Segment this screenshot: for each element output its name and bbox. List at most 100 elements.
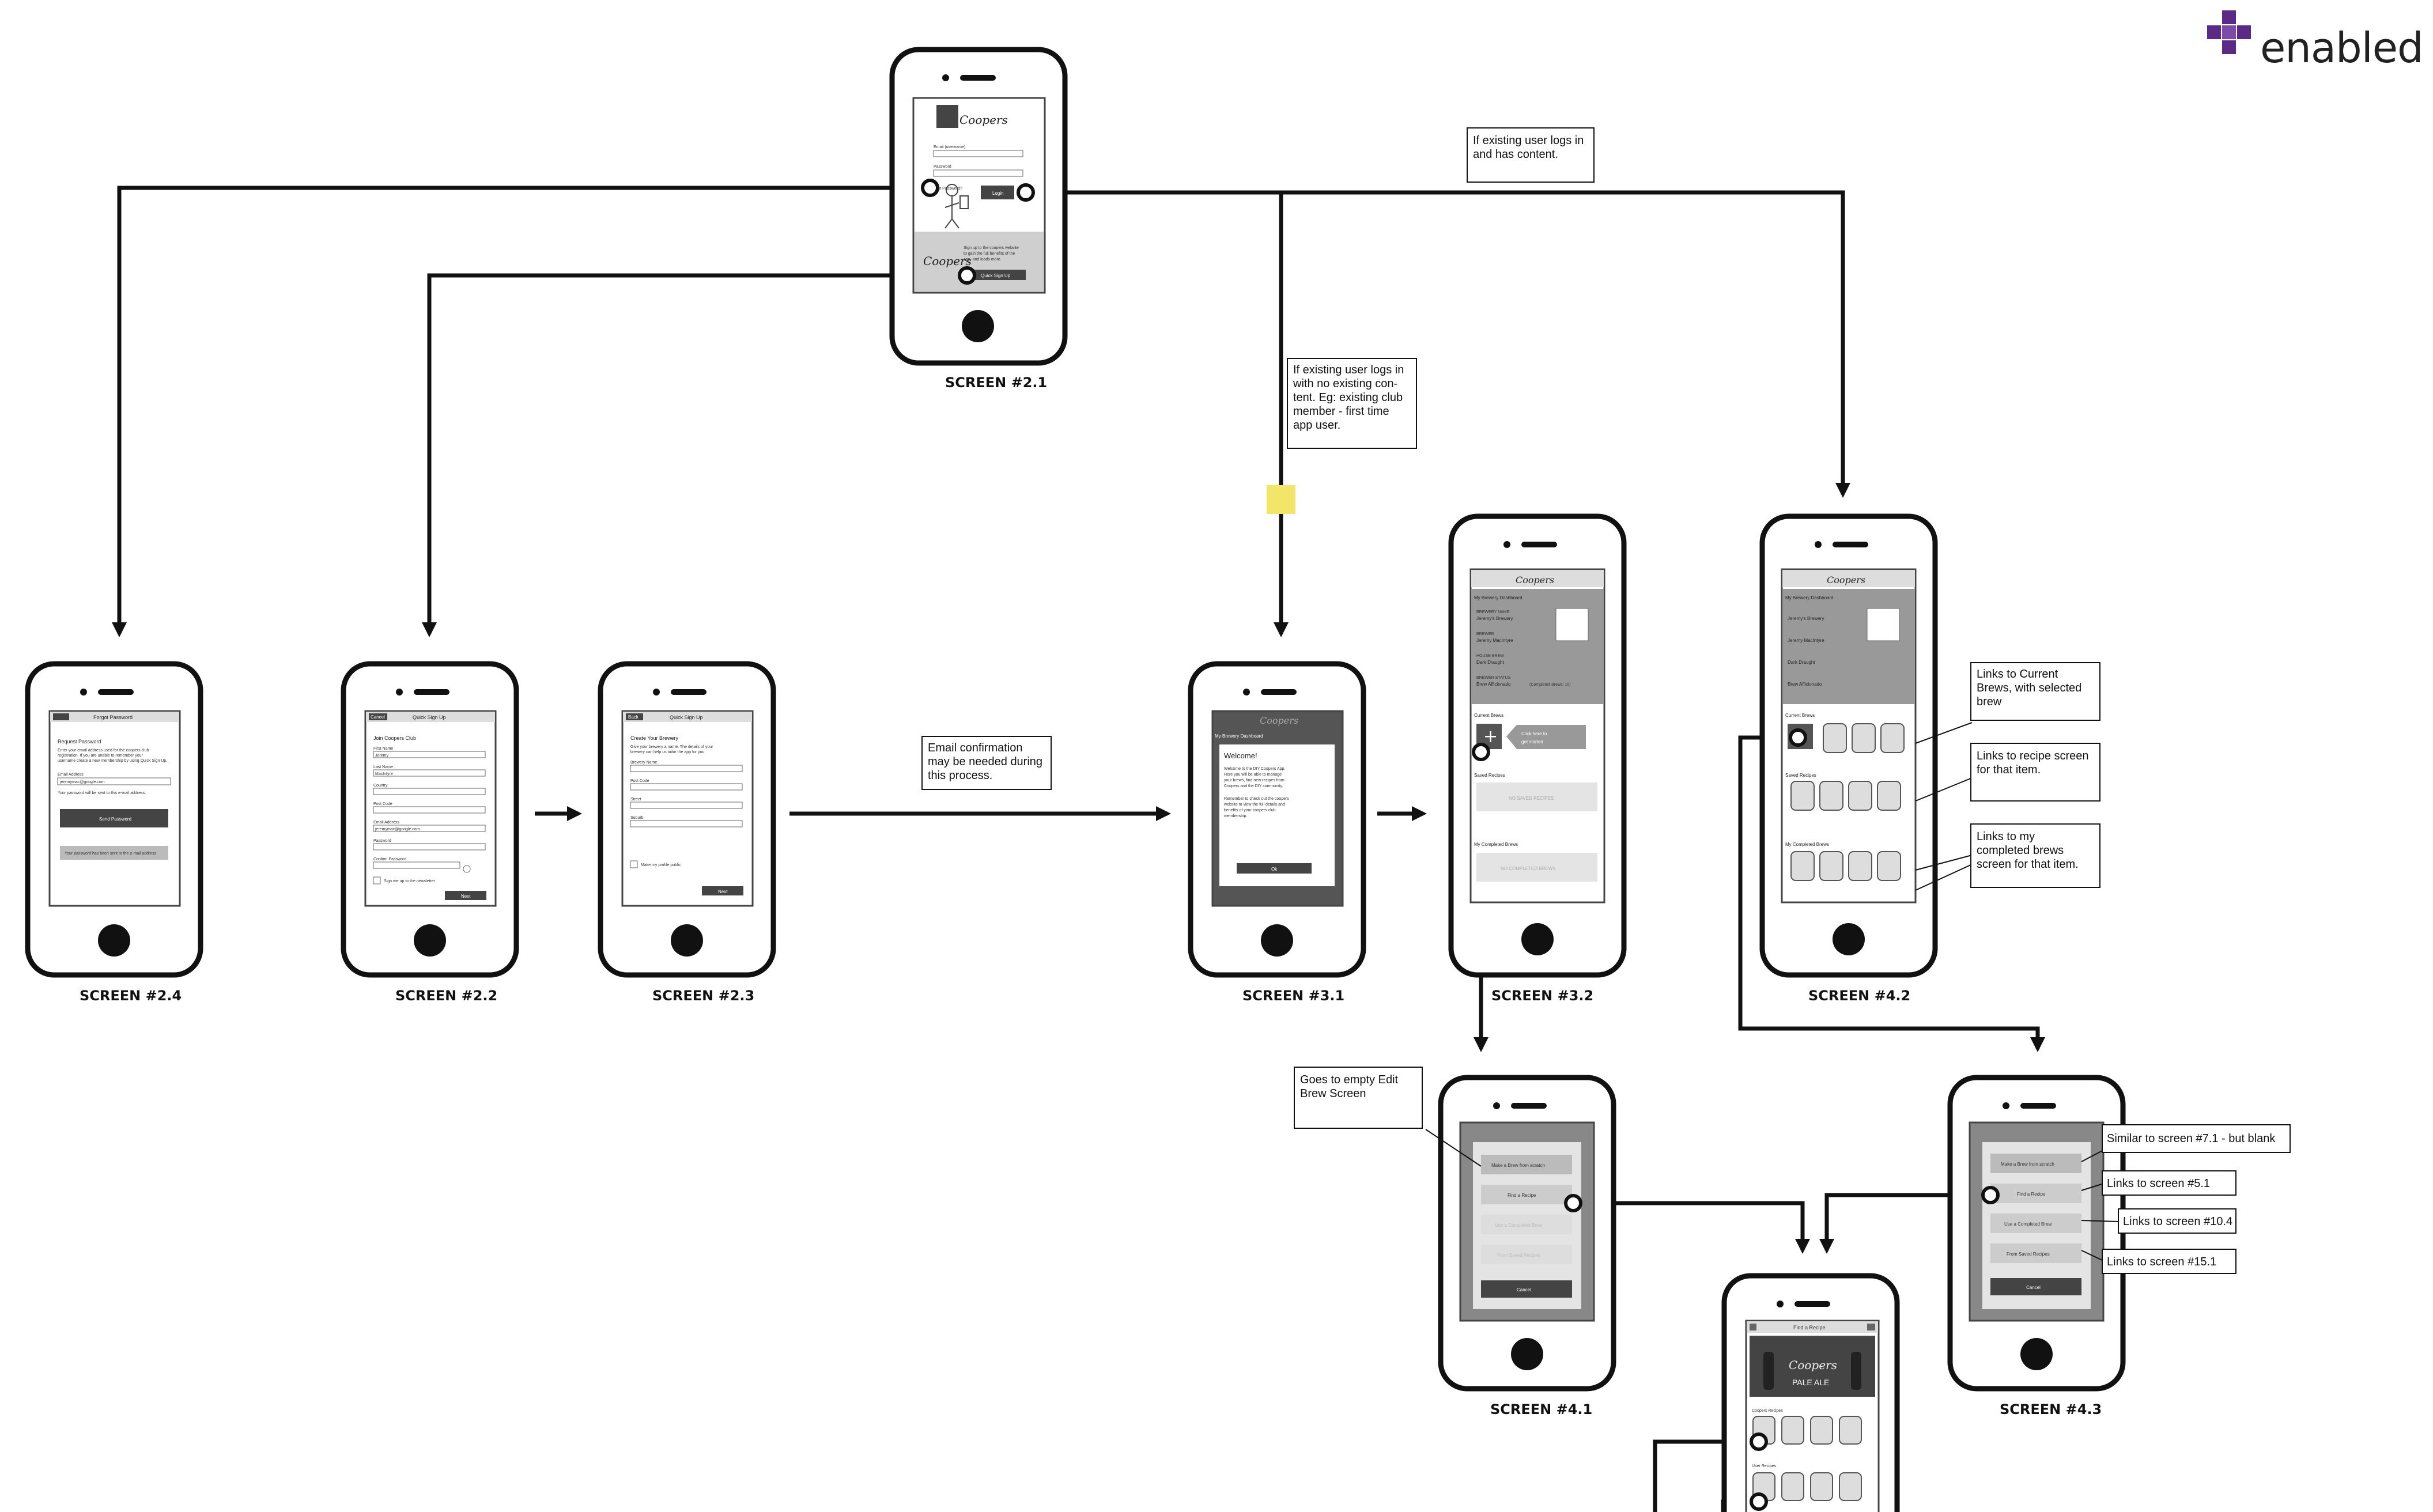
back-button[interactable] bbox=[53, 713, 69, 720]
svg-text:My Completed Brews: My Completed Brews bbox=[1785, 842, 1829, 847]
brew-thumb[interactable] bbox=[1880, 723, 1905, 753]
email-field[interactable] bbox=[57, 777, 171, 785]
plus-icon: + bbox=[1483, 727, 1498, 747]
completed-thumb[interactable] bbox=[1819, 851, 1843, 881]
post-code-field[interactable] bbox=[630, 783, 743, 791]
ok-button[interactable] bbox=[1237, 863, 1312, 874]
svg-text:to gain the full benefits of t: to gain the full benefits of the bbox=[964, 252, 1015, 256]
screen-caption: SCREEN #2.2 bbox=[395, 988, 497, 1004]
svg-text:My Completed Brews: My Completed Brews bbox=[1474, 842, 1518, 847]
use-completed-option[interactable] bbox=[1990, 1214, 2081, 1233]
svg-text:Password: Password bbox=[373, 839, 391, 843]
recipe-thumb[interactable] bbox=[1790, 781, 1815, 811]
find-recipe-option[interactable] bbox=[1990, 1184, 2081, 1203]
forgot-password-link[interactable]: Lost Password? bbox=[934, 187, 962, 191]
find-recipe-option[interactable] bbox=[1481, 1185, 1572, 1204]
password-field[interactable] bbox=[933, 169, 1023, 177]
first-name-field[interactable] bbox=[373, 751, 486, 758]
svg-text:Click here to: Click here to bbox=[1521, 731, 1547, 736]
cancel-button[interactable] bbox=[1990, 1278, 2081, 1295]
recipe-thumb[interactable] bbox=[1819, 781, 1843, 811]
screen-caption: SCREEN #4.2 bbox=[1808, 988, 1910, 1004]
send-password-button[interactable] bbox=[60, 809, 168, 827]
home-button bbox=[671, 924, 703, 957]
recipe-thumb[interactable] bbox=[1848, 781, 1872, 811]
brewery-name-field[interactable] bbox=[630, 765, 743, 772]
svg-text:MacIntyre: MacIntyre bbox=[375, 772, 393, 776]
recipe-thumb[interactable] bbox=[1810, 1416, 1833, 1445]
country-field[interactable] bbox=[373, 788, 486, 795]
svg-text:Welcome!: Welcome! bbox=[1224, 751, 1257, 760]
suburb-field[interactable] bbox=[630, 820, 743, 827]
svg-text:member - first time: member - first time bbox=[1293, 405, 1389, 418]
svg-text:may be needed during: may be needed during bbox=[928, 755, 1042, 768]
completed-thumb[interactable] bbox=[1790, 851, 1815, 881]
newsletter-checkbox[interactable] bbox=[373, 876, 381, 884]
post-code-field[interactable] bbox=[373, 806, 486, 814]
saved-recipes-option[interactable] bbox=[1481, 1245, 1572, 1264]
enabled-logo: enabled bbox=[2207, 10, 2424, 72]
svg-text:your brews, find new recipes f: your brews, find new recipes from bbox=[1224, 778, 1284, 783]
password-field[interactable] bbox=[373, 843, 486, 850]
svg-text:Links to screen #5.1: Links to screen #5.1 bbox=[2107, 1177, 2210, 1190]
cancel-button[interactable] bbox=[1481, 1280, 1572, 1298]
make-brew-option[interactable] bbox=[1990, 1154, 2081, 1173]
recipe-thumb[interactable] bbox=[1810, 1472, 1833, 1501]
svg-text:Coopers Recipes: Coopers Recipes bbox=[1752, 1409, 1783, 1413]
saved-recipes-option[interactable] bbox=[1990, 1243, 2081, 1263]
brew-thumb[interactable] bbox=[1852, 723, 1876, 753]
confirm-password-field[interactable] bbox=[373, 861, 460, 869]
svg-text:(Completed Brews: 10): (Completed Brews: 10) bbox=[1529, 683, 1571, 687]
phone-screen-2-2: Cancel Quick Sign Up Join Coopers Club F… bbox=[341, 661, 519, 1004]
next-button[interactable] bbox=[702, 886, 743, 895]
email-field[interactable] bbox=[373, 825, 486, 832]
connector-4-2-to-4-3 bbox=[1738, 735, 2045, 1052]
svg-text:PALE ALE: PALE ALE bbox=[1792, 1378, 1829, 1387]
svg-text:Cancel: Cancel bbox=[1517, 1287, 1531, 1292]
back-button[interactable] bbox=[1750, 1324, 1756, 1330]
svg-text:Forgot Password: Forgot Password bbox=[93, 715, 133, 720]
search-icon[interactable] bbox=[1867, 1324, 1875, 1330]
recipe-thumb[interactable] bbox=[1781, 1472, 1804, 1501]
cartoon-illustration bbox=[945, 184, 969, 229]
recipe-thumb[interactable] bbox=[1877, 781, 1901, 811]
phone-screen-4-1: Make a Brew from scratch Find a Recipe U… bbox=[1438, 1075, 1616, 1418]
svg-text:screen for that item.: screen for that item. bbox=[1977, 858, 2079, 871]
login-button[interactable] bbox=[981, 186, 1014, 199]
last-name-field[interactable] bbox=[373, 769, 486, 777]
next-button[interactable] bbox=[445, 891, 486, 900]
completed-thumb[interactable] bbox=[1848, 851, 1872, 881]
brew-thumb[interactable] bbox=[1823, 723, 1847, 753]
quick-sign-up-button[interactable] bbox=[974, 270, 1026, 280]
svg-text:Cancel: Cancel bbox=[2026, 1285, 2041, 1290]
use-completed-option[interactable] bbox=[1481, 1215, 1572, 1234]
note-links-current: Links to Current Brews, with selected br… bbox=[1970, 662, 2100, 721]
logo-text: enabled bbox=[2260, 24, 2423, 72]
email-field[interactable] bbox=[933, 150, 1023, 157]
connector-dot bbox=[1981, 1186, 2000, 1204]
completed-thumb[interactable] bbox=[1877, 851, 1901, 881]
cancel-button[interactable] bbox=[369, 713, 387, 720]
street-field[interactable] bbox=[630, 802, 743, 809]
recipe-thumb[interactable] bbox=[1839, 1416, 1862, 1445]
recipe-thumb[interactable] bbox=[1781, 1416, 1804, 1445]
svg-text:brewery can help us tailor the: brewery can help us tailor the app for y… bbox=[630, 750, 705, 754]
svg-text:My Brewery Dashboard: My Brewery Dashboard bbox=[1215, 734, 1263, 739]
svg-text:First Name: First Name bbox=[373, 747, 393, 751]
make-brew-option[interactable] bbox=[1481, 1155, 1572, 1174]
svg-text:benefits of your coopers club: benefits of your coopers club bbox=[1224, 808, 1276, 812]
info-icon bbox=[463, 865, 471, 873]
svg-text:Cancel: Cancel bbox=[371, 715, 385, 720]
note-similar-71: Similar to screen #7.1 - but blank bbox=[2102, 1124, 2291, 1153]
svg-text:Use a Completed Brew: Use a Completed Brew bbox=[1495, 1223, 1542, 1228]
svg-text:website to view the full detai: website to view the full details and bbox=[1223, 803, 1285, 807]
back-button[interactable] bbox=[626, 713, 643, 720]
svg-text:jeremymac@google.com: jeremymac@google.com bbox=[59, 780, 105, 784]
phone-screen-2-1: Coopers Email (username) Password Lost P… bbox=[889, 47, 1068, 391]
svg-text:Brew Afficionado: Brew Afficionado bbox=[1788, 682, 1822, 687]
screen-caption: SCREEN #2.3 bbox=[652, 988, 754, 1004]
public-profile-checkbox[interactable] bbox=[630, 860, 638, 868]
recipe-thumb[interactable] bbox=[1839, 1472, 1862, 1501]
svg-text:Dark Draught: Dark Draught bbox=[1476, 660, 1504, 665]
